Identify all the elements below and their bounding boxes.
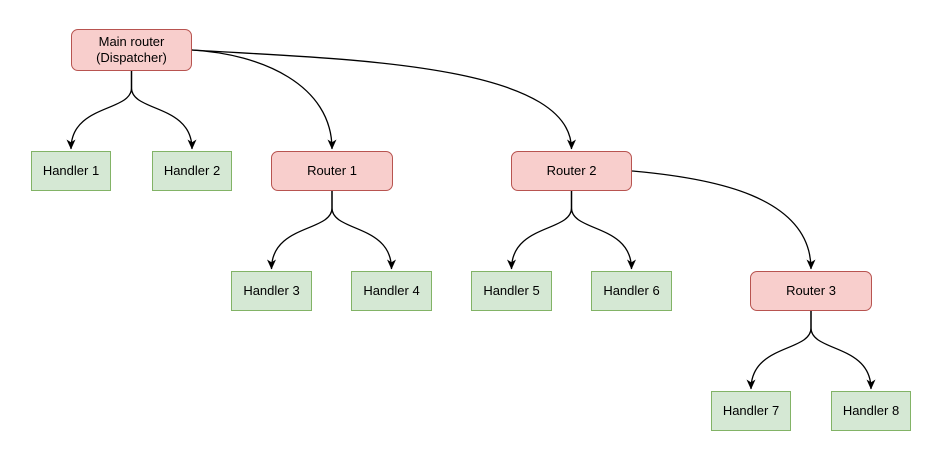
- edge-router2-to-handler5: [507, 191, 573, 270]
- node-handler-7: Handler 7: [711, 391, 791, 431]
- edge-router2-to-handler6: [570, 191, 636, 270]
- edge-router1-to-handler4: [331, 191, 396, 270]
- node-handler-2: Handler 2: [152, 151, 232, 191]
- edge-main-to-handler1: [66, 71, 133, 150]
- edge-router3-to-handler7: [746, 311, 812, 390]
- node-router-1: Router 1: [271, 151, 393, 191]
- edge-main-to-router2: [191, 49, 576, 150]
- node-handler-5: Handler 5: [471, 271, 552, 311]
- node-handler-3: Handler 3: [231, 271, 312, 311]
- edge-main-to-handler2: [130, 71, 197, 150]
- node-main-router: Main router (Dispatcher): [71, 29, 192, 71]
- edge-router1-to-handler3: [267, 191, 333, 270]
- edge-main-to-router1: [191, 49, 337, 150]
- node-handler-6: Handler 6: [591, 271, 672, 311]
- node-router-2: Router 2: [511, 151, 632, 191]
- node-handler-4: Handler 4: [351, 271, 432, 311]
- edge-router2-to-router3: [631, 170, 816, 270]
- node-handler-8: Handler 8: [831, 391, 911, 431]
- node-handler-1: Handler 1: [31, 151, 111, 191]
- node-router-3: Router 3: [750, 271, 872, 311]
- edge-router3-to-handler8: [810, 311, 876, 390]
